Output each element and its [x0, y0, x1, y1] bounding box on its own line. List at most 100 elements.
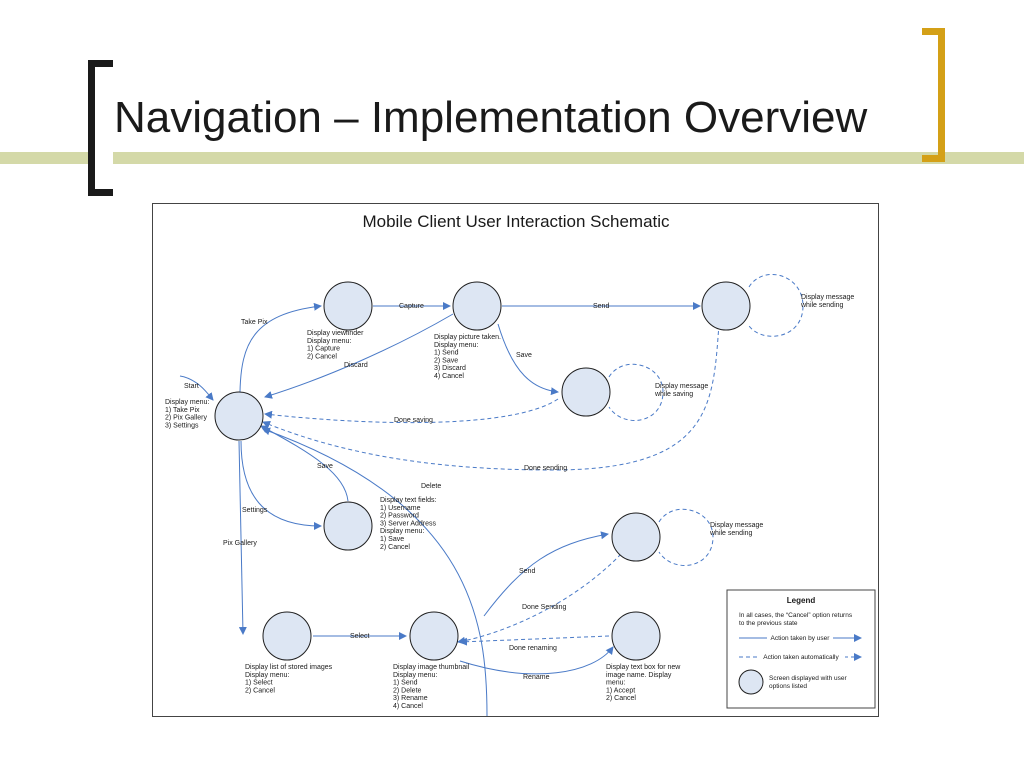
edge-discard [264, 313, 454, 399]
state-label-picture-line: Display picture taken. [434, 334, 501, 341]
state-label-rename-line: 2) Cancel [606, 695, 636, 702]
label-pix-gallery: Pix Gallery [223, 540, 257, 547]
state-label-sending1-line: while sending [800, 302, 844, 309]
state-label-rename-line: 1) Accept [606, 687, 635, 694]
state-label-settings-line: 2) Password [380, 513, 419, 520]
state-label-start-line: Start [184, 383, 199, 390]
state-label-saving-line: Display message [655, 383, 708, 390]
state-label-thumbnail-line: 3) Rename [393, 695, 428, 702]
state-label-gallery-line: 2) Cancel [245, 687, 275, 694]
state-label-viewfinder-line: 1) Capture [307, 346, 340, 353]
legend-screen-line: Screen displayed with user [769, 675, 848, 682]
edge-done-renaming [459, 635, 610, 646]
edge-done-sending-2 [457, 553, 622, 645]
edge-done-sending-1 [262, 323, 720, 471]
legend-screen-icon [738, 669, 764, 695]
label-delete: Delete [421, 483, 441, 490]
label-settings: Settings [242, 507, 268, 514]
state-label-settings-line: 3) Server Address [380, 520, 437, 527]
edge-send-2 [483, 531, 609, 617]
state-label-gallery-line: Display menu: [245, 672, 289, 679]
title-accent-bar [0, 152, 1024, 164]
state-label-thumbnail-line: 2) Delete [393, 687, 422, 694]
state-thumbnail [409, 611, 459, 661]
state-label-sending1-line: Display message [801, 294, 854, 301]
state-label-sending2-line: while sending [709, 530, 753, 537]
edge-delete [262, 427, 488, 717]
label-take-pix: Take Pix [241, 319, 268, 326]
state-label-picture-line: 2) Save [434, 357, 458, 364]
state-label-settings-line: Display text fields: [380, 497, 436, 504]
label-done-renaming: Done renaming [509, 645, 557, 652]
state-label-rename-line: Display text box for new [606, 664, 681, 671]
label-done-sending-2: Done Sending [522, 604, 566, 611]
legend: Legend In all cases, the “Cancel” option… [726, 589, 876, 709]
legend-title: Legend [787, 596, 816, 605]
state-label-viewfinder-line: Display viewfinder [307, 330, 364, 337]
state-saving [561, 367, 611, 417]
label-save-2: Save [317, 463, 333, 470]
state-label-rename-line: menu: [606, 680, 626, 687]
self-loop-sending-2 [658, 508, 714, 566]
state-label-main-line: 2) Pix Gallery [165, 415, 208, 422]
edge-label-group: Take Pix Capture Discard Send Save Done … [223, 303, 609, 681]
legend-auto-action: Action taken automatically [763, 654, 839, 661]
state-label-rename-line: image name. Display [606, 672, 672, 679]
state-label-viewfinder-line: 2) Cancel [307, 353, 337, 360]
edge-rename [459, 646, 614, 675]
state-label-thumbnail-line: 4) Cancel [393, 703, 423, 710]
label-send-2: Send [519, 568, 535, 575]
interaction-schematic: Mobile Client User Interaction Schematic [165, 212, 876, 717]
state-label-sending2-line: Display message [710, 522, 763, 529]
state-label-picture-line: 1) Send [434, 350, 459, 357]
state-label-settings-line: 1) Save [380, 536, 404, 543]
state-rename [611, 611, 661, 661]
state-label-thumbnail-line: Display image thumbnail [393, 664, 470, 671]
legend-note-line: In all cases, the “Cancel” option return… [739, 612, 853, 619]
state-settings [323, 501, 373, 551]
edge-take-pix [239, 302, 322, 393]
label-rename: Rename [523, 674, 550, 681]
state-picture-taken [452, 281, 502, 331]
state-label-thumbnail-line: Display menu: [393, 672, 437, 679]
state-label-main-line: 1) Take Pix [165, 407, 200, 414]
label-done-sending-1: Done sending [524, 465, 567, 472]
state-gallery [262, 611, 312, 661]
state-label-thumbnail-line: 1) Send [393, 680, 418, 687]
diagram-frame: Mobile Client User Interaction Schematic [152, 203, 879, 717]
self-loop-sending-1 [748, 273, 804, 337]
state-label-gallery-line: 1) Select [245, 680, 273, 687]
label-done-saving: Done saving [394, 417, 433, 424]
label-discard: Discard [344, 362, 368, 369]
state-label-saving-line: while saving [654, 391, 693, 398]
state-label-picture-line: Display menu: [434, 342, 478, 349]
edge-settings [240, 440, 322, 530]
edge-save-2 [260, 425, 349, 502]
state-label-picture-line: 4) Cancel [434, 373, 464, 380]
legend-user-action: Action taken by user [771, 635, 831, 642]
state-label-main-line: 3) Settings [165, 422, 199, 429]
state-sending-2 [611, 512, 661, 562]
state-viewfinder [323, 281, 373, 331]
right-bracket [922, 28, 945, 162]
label-send-1: Send [593, 303, 609, 310]
state-label-settings-line: 2) Cancel [380, 544, 410, 551]
label-capture: Capture [399, 303, 424, 310]
state-label-viewfinder-line: Display menu: [307, 338, 351, 345]
legend-note-line: to the previous state [739, 620, 798, 627]
state-label-main-line: Display menu: [165, 399, 209, 406]
state-label-settings-line: Display menu: [380, 528, 424, 535]
edge-save-1 [497, 323, 559, 396]
start-arrow [179, 375, 214, 401]
state-label-picture-line: 3) Discard [434, 365, 466, 372]
self-loop-saving [608, 363, 664, 421]
legend-screen-line: options listed [769, 683, 807, 690]
label-select: Select [350, 633, 370, 640]
left-bracket [88, 60, 113, 196]
state-label-settings-line: 1) Username [380, 505, 421, 512]
state-main-menu [214, 391, 264, 441]
legend-note: In all cases, the “Cancel” option return… [739, 612, 853, 627]
diagram-title: Mobile Client User Interaction Schematic [362, 212, 670, 231]
